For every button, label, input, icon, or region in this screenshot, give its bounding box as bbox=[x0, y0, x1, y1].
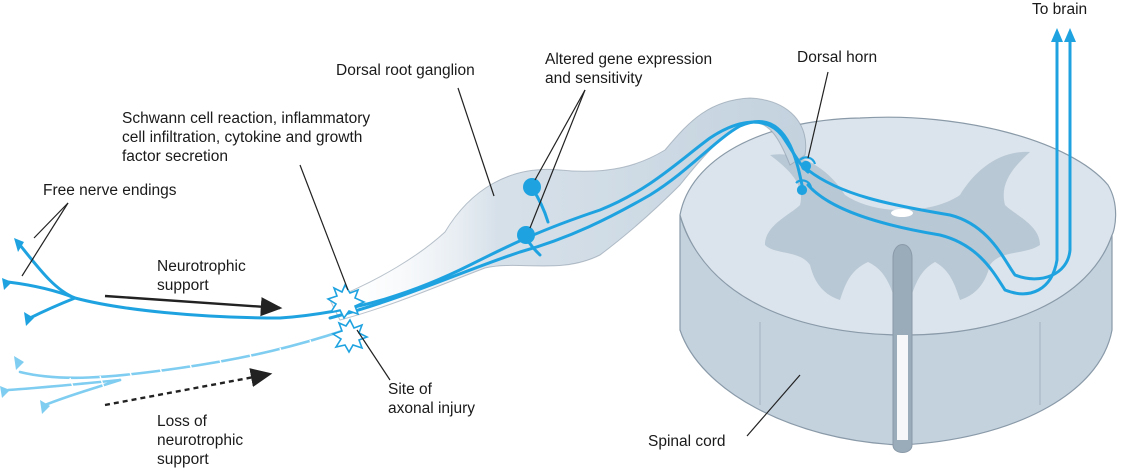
degeneration-marks bbox=[69, 339, 315, 391]
dorsal-horn-synapses bbox=[795, 156, 817, 196]
label-loss-line2: neurotrophic bbox=[157, 432, 243, 449]
arrow-solid-icon bbox=[104, 294, 283, 317]
label-schwann-line2: cell infiltration, cytokine and growth bbox=[122, 129, 362, 146]
label-neurotrophic-support-line2: support bbox=[157, 277, 209, 294]
label-free-nerve-endings: Free nerve endings bbox=[43, 182, 177, 199]
dorsal-root-sheath bbox=[329, 97, 807, 321]
label-spinal-cord: Spinal cord bbox=[648, 433, 726, 450]
intact-nerve-fibers bbox=[6, 36, 1072, 320]
to-brain-arrow-icon bbox=[1051, 28, 1063, 42]
injured-nerve-fibers bbox=[6, 328, 347, 407]
label-loss-line3: support bbox=[157, 451, 209, 468]
injury-burst-icon bbox=[326, 283, 369, 354]
label-altered-gene-line1: Altered gene expression bbox=[545, 51, 712, 68]
arrow-dashed-icon bbox=[104, 368, 273, 407]
leader-lines bbox=[21, 71, 829, 437]
free-nerve-ending-tips bbox=[2, 238, 34, 326]
label-dorsal-horn: Dorsal horn bbox=[797, 49, 877, 66]
label-dorsal-root-ganglion: Dorsal root ganglion bbox=[336, 62, 475, 79]
central-canal bbox=[891, 209, 913, 217]
drg-cell-body bbox=[523, 178, 541, 196]
grey-matter bbox=[765, 151, 1040, 300]
drg-cell-body bbox=[517, 226, 535, 244]
label-to-brain: To brain bbox=[1032, 1, 1087, 18]
label-altered-gene-line2: and sensitivity bbox=[545, 70, 643, 87]
label-neurotrophic-support-line1: Neurotrophic bbox=[157, 258, 246, 275]
spinal-cord bbox=[679, 116, 1117, 453]
label-loss-line1: Loss of bbox=[157, 413, 208, 430]
to-brain-arrow-icon bbox=[1064, 28, 1076, 42]
faded-ending-tips bbox=[0, 356, 50, 414]
label-site-injury-line2: axonal injury bbox=[388, 400, 475, 417]
label-schwann-line3: factor secretion bbox=[122, 148, 228, 165]
label-schwann-line1: Schwann cell reaction, inflammatory bbox=[122, 110, 370, 127]
label-site-injury-line1: Site of bbox=[388, 381, 433, 398]
